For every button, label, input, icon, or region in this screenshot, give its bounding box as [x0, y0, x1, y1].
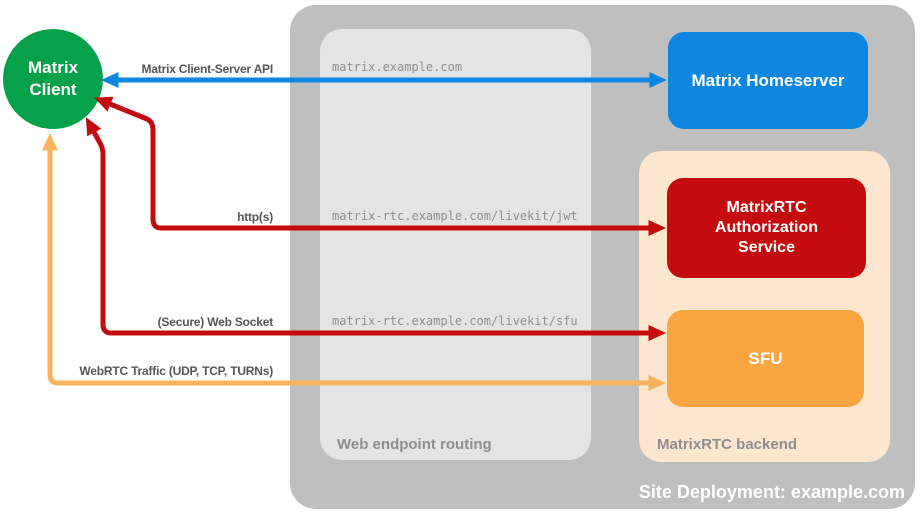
matrix-homeserver-label: Matrix Homeserver — [691, 70, 845, 90]
matrix-homeserver-node: Matrix Homeserver — [668, 32, 868, 129]
web-socket-arrow-label: (Secure) Web Socket — [157, 315, 274, 329]
web-endpoint-routing-box — [320, 29, 591, 460]
matrixrtc-authorization-service-node: MatrixRTC Authorization Service — [667, 178, 866, 278]
matrix-client-node: Matrix Client — [3, 29, 103, 129]
sfu-node: SFU — [667, 310, 864, 407]
client-server-api-arrow-label: Matrix Client-Server API — [141, 62, 274, 76]
matrixrtc-authorization-service-label: MatrixRTC Authorization Service — [714, 199, 819, 256]
https-arrow-label: http(s) — [237, 210, 273, 224]
sfu-label: SFU — [748, 348, 783, 368]
webrtc-traffic-arrow-label: WebRTC Traffic (UDP, TCP, TURNs) — [79, 364, 273, 378]
web-endpoint-routing-caption: Web endpoint routing — [337, 436, 492, 453]
site-deployment-caption: Site Deployment: example.com — [638, 482, 905, 502]
endpoint-matrix-example-com: matrix.example.com — [332, 60, 463, 74]
matrix-client-label: Matrix Client — [27, 57, 79, 99]
endpoint-livekit-sfu: matrix-rtc.example.com/livekit/sfu — [332, 314, 578, 328]
matrixrtc-backend-caption: MatrixRTC backend — [657, 436, 798, 453]
endpoint-livekit-jwt: matrix-rtc.example.com/livekit/jwt — [332, 209, 578, 223]
